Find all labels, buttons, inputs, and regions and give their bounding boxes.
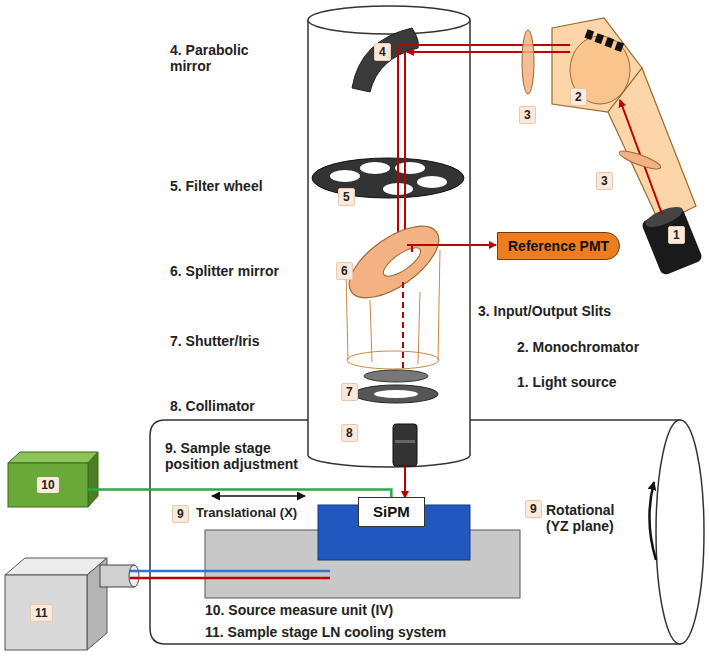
callout-number: 11 <box>30 604 53 622</box>
callout-number: 9 <box>172 505 189 523</box>
callout-number: 1 <box>668 226 685 244</box>
part-label: 6. Splitter mirror <box>170 263 279 279</box>
callout-number: 7 <box>341 383 358 401</box>
node-text: 10 <box>37 477 58 493</box>
callout-number: 9 <box>525 500 542 518</box>
part-label: 11. Sample stage LN cooling system <box>205 624 446 640</box>
part-label: 8. Collimator <box>170 398 255 414</box>
sample-box: SiPM <box>358 497 425 527</box>
part-label: 10. Source measure unit (IV) <box>205 602 393 618</box>
part-label: Rotational (YZ plane) <box>546 502 636 534</box>
callout-number: 4 <box>374 43 391 61</box>
callout-number: 2 <box>570 88 587 106</box>
detector-box: Reference PMT <box>497 232 620 260</box>
part-label: 9. Sample stage position adjustment <box>165 440 325 472</box>
part-label: 2. Monochromator <box>517 339 639 355</box>
callout-number: 3 <box>519 106 536 124</box>
node-text: SiPM <box>373 503 410 520</box>
part-label: 4. Parabolic mirror <box>170 42 280 74</box>
instrument-box: 10 <box>8 463 88 507</box>
node-text: Reference PMT <box>508 238 609 254</box>
callout-number: 5 <box>338 188 355 206</box>
callout-number: 6 <box>336 262 353 280</box>
part-label: Translational (X) <box>196 505 297 521</box>
part-label: 5. Filter wheel <box>170 178 263 194</box>
part-label: 3. Input/Output Slits <box>478 303 611 319</box>
part-label: 7. Shutter/Iris <box>170 333 259 349</box>
part-label: 1. Light source <box>517 374 617 390</box>
callout-number: 8 <box>341 424 358 442</box>
signal-wire <box>88 489 391 497</box>
callout-number: 3 <box>596 172 613 190</box>
